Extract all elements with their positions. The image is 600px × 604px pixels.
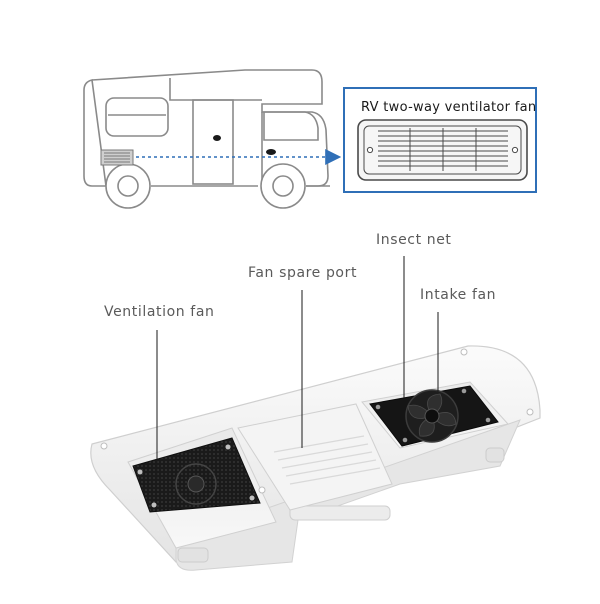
rv-body-outline <box>83 69 329 187</box>
rv-front-wheel-hub <box>272 175 294 197</box>
rv-front-wheel <box>260 163 306 209</box>
callout-box <box>343 87 537 193</box>
intake-fan-screw <box>461 388 467 394</box>
ventilation-fan <box>132 437 261 513</box>
vent-fan-screw <box>225 444 231 450</box>
ventilator-tray <box>90 345 541 571</box>
label-ventilation-fan: Ventilation fan <box>104 304 215 320</box>
callout-screw-right <box>511 146 519 154</box>
callout-title: RV two-way ventilator fan <box>361 100 537 115</box>
tray-foot-left <box>177 547 209 563</box>
rv-roof-line <box>169 78 262 101</box>
intake-fan-screw <box>375 404 381 410</box>
label-insect-net: Insect net <box>376 232 452 248</box>
rv-rear-wheel-hub <box>117 175 139 197</box>
vent-fan-screw <box>151 502 157 508</box>
rv-rear-wheel <box>105 163 151 209</box>
vent-fan-screw <box>137 469 143 475</box>
tray-foot-right <box>485 447 505 463</box>
intake-fan-screw <box>485 417 491 423</box>
flange-holes <box>100 348 534 494</box>
leader-lines <box>156 256 439 480</box>
label-fan-spare-port: Fan spare port <box>248 265 358 281</box>
rv-door <box>192 99 234 185</box>
spare-port-ribs <box>273 435 381 485</box>
tray-foot-middle <box>289 505 391 521</box>
middle-well <box>237 403 393 511</box>
rv-cab-handle <box>266 149 276 155</box>
rv-drawing <box>83 69 330 209</box>
rv-vent-grille <box>100 149 134 166</box>
intake-fan-screw <box>402 437 408 443</box>
callout-screw-left <box>366 146 374 154</box>
vent-fan-screw <box>249 495 255 501</box>
label-intake-fan: Intake fan <box>420 287 497 303</box>
intake-fan <box>369 385 499 447</box>
rv-side-window <box>105 97 169 137</box>
rv-cab-window <box>263 111 319 141</box>
rv-door-handle <box>213 135 221 141</box>
